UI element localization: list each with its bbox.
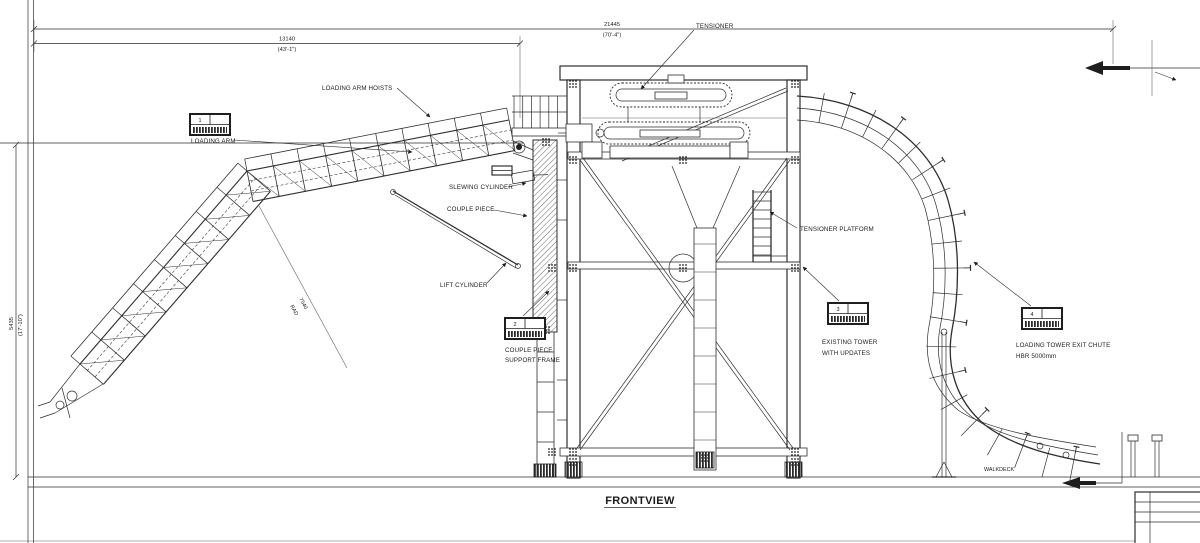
slewing-cylinder-label: SLEWING CYLINDER [449, 184, 513, 191]
existing-tower-label-line1: EXISTING TOWER [822, 339, 878, 346]
tensioner-label: TENSIONER [696, 23, 734, 30]
part-tag-loading-arm: 1 [189, 113, 231, 136]
couple-piece-support-frame-label-line2: SUPPORT FRAME [505, 357, 560, 364]
height-dimension-mm: 5435 [9, 317, 15, 330]
lift-cylinder-label: LIFT CYLINDER [440, 282, 488, 289]
tag-number: 2 [513, 322, 516, 328]
exit-chute-label-line2: HBR 5000mm [1016, 353, 1056, 360]
loading-arm-hoists-label: LOADING ARM HOISTS [322, 85, 392, 92]
walkdeck-stanchions [1062, 432, 1163, 489]
lift-cylinder [390, 189, 521, 269]
direction-arrow [1085, 40, 1200, 96]
existing-tower-structure [559, 65, 808, 479]
tag-number: 3 [836, 307, 839, 313]
overall-width-dimension-ft: (70'-4") [603, 33, 622, 39]
tag-number: 1 [198, 118, 201, 124]
part-tag-exit-chute: 4 [1021, 307, 1063, 330]
ground-lines [28, 476, 1200, 488]
arm-tip-head [37, 363, 104, 419]
couple-piece-label: COUPLE PIECE [447, 206, 495, 213]
title-block-corner [1134, 491, 1200, 543]
radius-reference: 7540 RAD [258, 205, 348, 369]
tag-number: 4 [1030, 312, 1033, 318]
overall-width-dimension-mm: 21445 [604, 22, 620, 28]
generated-detail [70, 80, 1080, 484]
loading-arm-label: LOADING ARM [191, 138, 236, 145]
loading-tower-exit-chute [796, 95, 1101, 478]
view-title: FRONTVIEW [605, 495, 675, 507]
text-labels: LOADING ARM HOISTS LOADING ARM SLEWING C… [191, 23, 1110, 508]
height-dimension-ft: (17'-10") [18, 314, 24, 336]
mini-tag-slewing-cylinder [491, 165, 513, 176]
walkdeck-label: WALKDECK [984, 467, 1014, 473]
tensioner-machinery [558, 74, 786, 159]
exit-chute-label-line1: LOADING TOWER EXIT CHUTE [1016, 342, 1110, 349]
arm-span-dimension-mm: 13140 [279, 37, 295, 43]
radius-note-unit: RAD [288, 304, 299, 317]
radius-note-value: 7540 [297, 297, 308, 310]
leader-lines [233, 29, 1032, 317]
loading-arm-truss [86, 129, 514, 378]
tensioner-platform-label: TENSIONER PLATFORM [800, 226, 874, 233]
couple-piece-support-frame-label-line1: COUPLE PIECE [505, 347, 553, 354]
arm-span-dimension-ft: (43'-1") [278, 47, 297, 53]
part-tag-existing-tower: 3 [827, 302, 869, 325]
existing-tower-label-line2: WITH UPDATES [822, 350, 870, 357]
tower-inner-chute [671, 165, 741, 471]
couple-piece-support-frame [532, 139, 567, 478]
part-tag-support-frame: 2 [504, 317, 546, 340]
tensioner-platform-ladder [752, 190, 800, 263]
dimension-lines: 21445 (70'-4") 13140 (43'-1") 5435 (17'-… [0, 20, 1117, 481]
arm-pivot [512, 140, 534, 161]
